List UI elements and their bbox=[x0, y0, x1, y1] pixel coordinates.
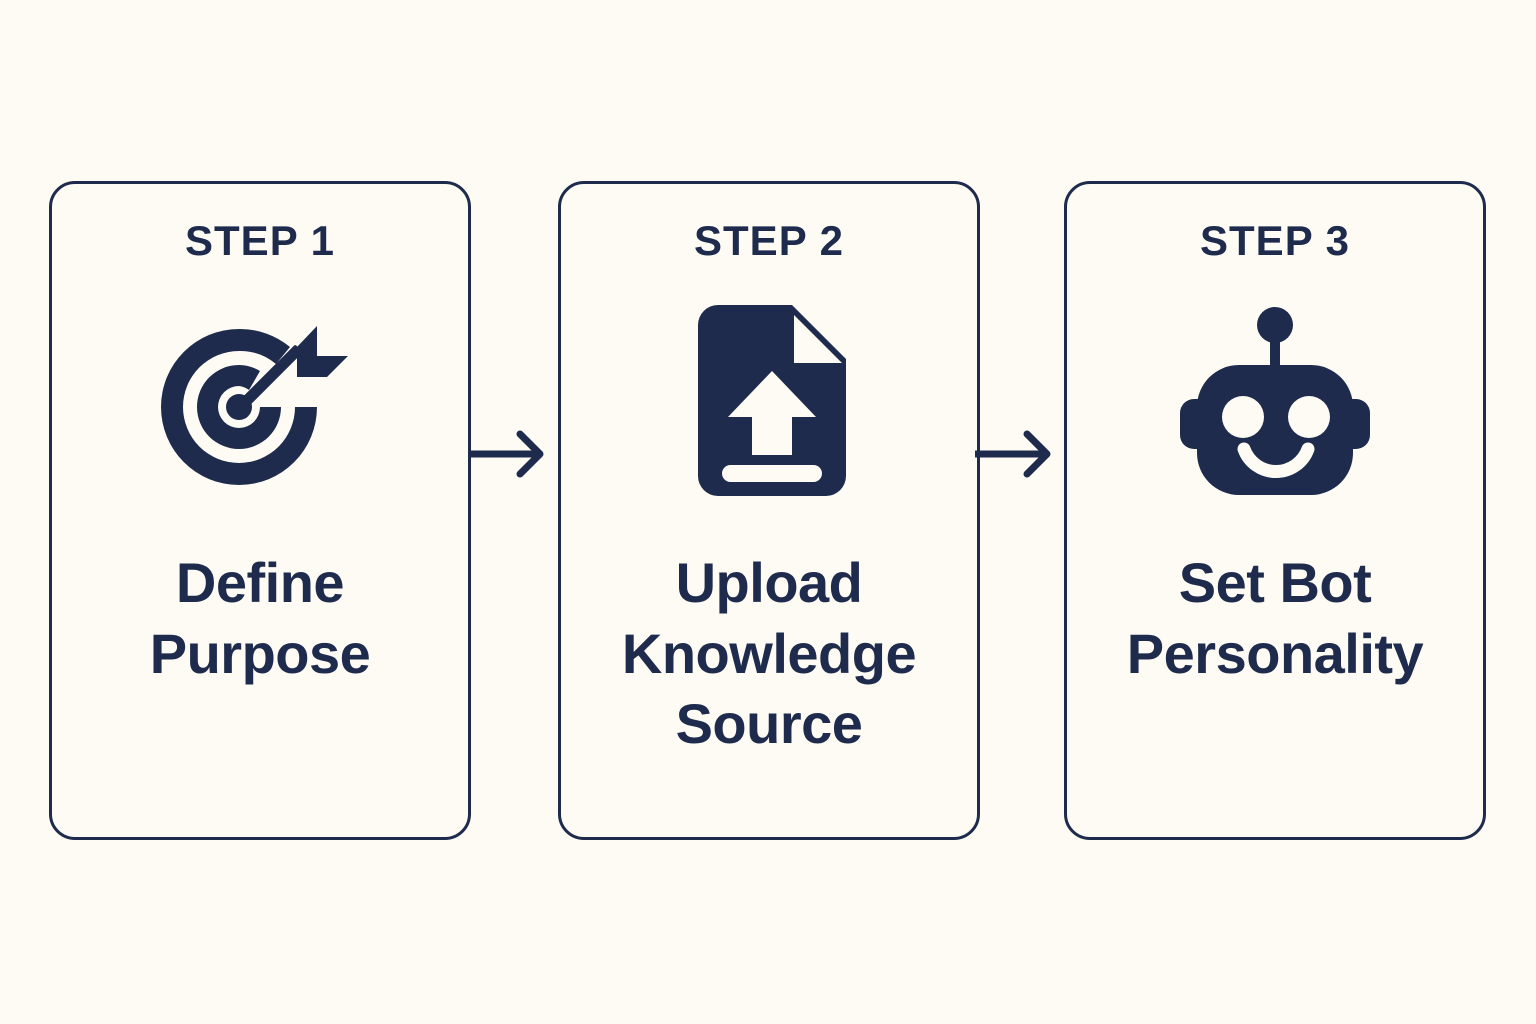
icon-slot-3 bbox=[1160, 302, 1390, 512]
step-card-2[interactable]: STEP 2 Upload Knowledge Source bbox=[558, 181, 980, 840]
step-label-2: STEP 2 bbox=[694, 217, 844, 264]
robot-antenna-icon bbox=[1257, 307, 1293, 343]
icon-slot-1 bbox=[155, 302, 365, 512]
step-title-2: Upload Knowledge Source bbox=[621, 551, 917, 756]
step-label-3: STEP 3 bbox=[1200, 217, 1350, 264]
step-label-1: STEP 1 bbox=[185, 217, 335, 264]
target-arrow-icon bbox=[161, 326, 348, 485]
icon-slot-2 bbox=[684, 302, 854, 512]
step-card-3[interactable]: STEP 3 bbox=[1064, 181, 1486, 840]
robot-eye-right-icon bbox=[1288, 396, 1330, 438]
robot-smile-icon bbox=[1237, 442, 1315, 478]
step-card-1[interactable]: STEP 1 bbox=[49, 181, 471, 840]
arrow-head-icon bbox=[516, 430, 544, 478]
document-upload-icon bbox=[698, 304, 846, 496]
robot-face-icon bbox=[1180, 307, 1370, 495]
arrow-step1-to-step2 bbox=[464, 428, 558, 480]
arrow-head-icon bbox=[1023, 430, 1051, 478]
step-title-1: Define Purpose bbox=[149, 551, 371, 685]
arrow-step2-to-step3 bbox=[971, 428, 1065, 480]
step-title-3: Set Bot Personality bbox=[1126, 551, 1424, 685]
robot-eye-left-icon bbox=[1222, 396, 1264, 438]
